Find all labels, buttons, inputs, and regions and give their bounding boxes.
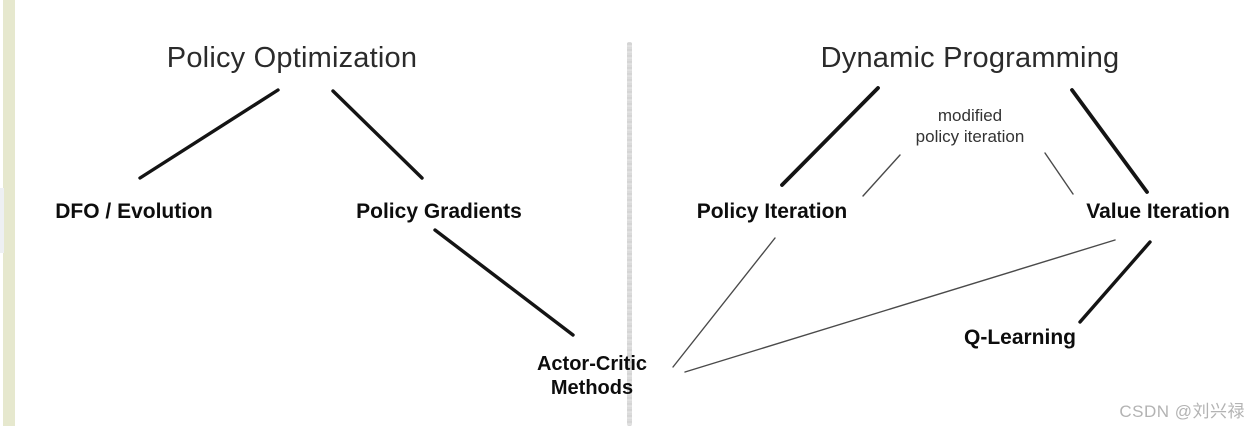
csdn-watermark: CSDN @刘兴禄	[1119, 402, 1245, 421]
title-dynamic-programming: Dynamic Programming	[820, 42, 1120, 74]
modified-policy-iteration-line1: modified	[937, 106, 1003, 125]
actor-critic-line2: Methods	[550, 377, 634, 399]
node-dfo-evolution: DFO / Evolution	[55, 200, 213, 223]
node-policy-iteration: Policy Iteration	[696, 200, 848, 223]
modified-policy-iteration-line2: policy iteration	[915, 127, 1025, 146]
edge-modified-policy-iteration-to-policy-iteration	[862, 154, 901, 197]
node-actor-critic-methods: Actor-Critic Methods	[537, 352, 647, 400]
vertical-divider	[627, 42, 632, 426]
edge-policy-optimization-to-dfo-evolution	[138, 88, 280, 180]
edge-dynamic-programming-to-value-iteration	[1070, 88, 1149, 194]
title-policy-optimization: Policy Optimization	[166, 42, 418, 74]
edge-modified-policy-iteration-to-value-iteration	[1044, 152, 1074, 195]
edge-policy-optimization-to-policy-gradients	[331, 89, 424, 180]
edge-policy-gradients-to-actor-critic	[433, 228, 575, 337]
node-policy-gradients: Policy Gradients	[356, 200, 522, 223]
edge-dynamic-programming-to-policy-iteration	[780, 86, 880, 187]
edge-policy-iteration-to-actor-critic	[672, 237, 776, 368]
page-left-strip	[3, 0, 15, 426]
page-left-notch	[0, 188, 4, 253]
edge-value-iteration-to-q-learning	[1078, 240, 1152, 324]
edge-value-iteration-to-actor-critic	[684, 239, 1116, 373]
actor-critic-line1: Actor-Critic	[536, 353, 648, 375]
node-q-learning: Q-Learning	[963, 326, 1077, 349]
node-modified-policy-iteration: modified policy iteration	[916, 105, 1025, 147]
node-value-iteration: Value Iteration	[1086, 200, 1230, 223]
